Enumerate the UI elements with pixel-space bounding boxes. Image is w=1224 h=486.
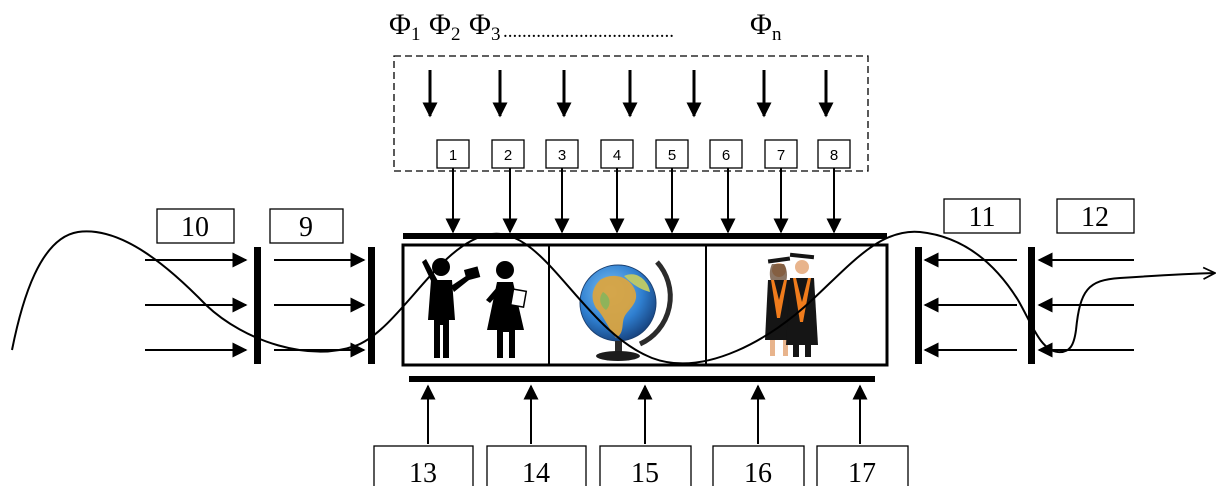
factor-formula: Φ 1 Φ 2 Φ 3 ............................…	[389, 8, 782, 45]
top-box-2-label: 2	[504, 147, 512, 164]
bottom-box-16-label: 16	[744, 458, 772, 486]
top-box-7	[764, 139, 798, 169]
side-box-10-label: 10	[181, 212, 209, 243]
phi-n-subscript: n	[772, 24, 782, 45]
top-box-5-label: 5	[668, 147, 676, 164]
bottom-box-15	[599, 445, 692, 486]
right-side-inputs: 11 12	[915, 198, 1135, 364]
top-box-6-label: 6	[722, 147, 730, 164]
side-box-10	[156, 208, 235, 244]
ellipsis-dots: ....................................	[503, 21, 674, 42]
phi-2-symbol: Φ	[429, 8, 451, 41]
phi-3-subscript: 3	[491, 24, 501, 45]
right-inner-barrier	[915, 247, 922, 364]
bottom-box-14-label: 14	[522, 458, 550, 486]
left-inner-barrier	[368, 247, 375, 364]
bottom-box-13	[373, 445, 474, 486]
factor-group-frame	[393, 55, 869, 172]
top-bar	[403, 233, 887, 239]
top-box-2	[491, 139, 525, 169]
phi-1-subscript: 1	[411, 24, 421, 45]
top-box-7-label: 7	[777, 147, 785, 164]
bottom-boxes: 13 14 15 16 17	[373, 384, 909, 486]
top-box-4	[600, 139, 634, 169]
bottom-box-13-label: 13	[409, 458, 437, 486]
top-boxes: 1 2 3 4 5 6 7 8	[436, 139, 851, 169]
top-box-1-label: 1	[449, 147, 457, 164]
bottom-box-17	[816, 445, 909, 486]
side-box-12	[1056, 198, 1135, 234]
side-box-11	[943, 198, 1021, 234]
phi-1-symbol: Φ	[389, 8, 411, 41]
phi-n-symbol: Φ	[750, 8, 772, 41]
bottom-box-14	[486, 445, 587, 486]
teacher-student-icon	[422, 258, 528, 358]
side-box-11-label: 11	[969, 202, 996, 233]
phi-2-subscript: 2	[451, 24, 461, 45]
bottom-box-15-label: 15	[631, 458, 659, 486]
left-outer-barrier	[254, 247, 261, 364]
right-outer-barrier	[1028, 247, 1035, 364]
bottom-bar	[409, 376, 875, 382]
graduates-icon	[765, 252, 818, 357]
top-box-arrows	[445, 168, 842, 234]
main-process-frame	[401, 243, 889, 367]
top-box-1	[436, 139, 470, 169]
factor-arrows	[422, 70, 834, 118]
top-box-3-label: 3	[558, 147, 566, 164]
phi-3-symbol: Φ	[469, 8, 491, 41]
bottom-box-17-label: 17	[848, 458, 876, 486]
bottom-box-16	[712, 445, 805, 486]
top-box-6	[709, 139, 743, 169]
top-box-4-label: 4	[613, 147, 621, 164]
globe-icon	[579, 260, 673, 361]
process-wave-curve	[11, 230, 1215, 365]
side-box-9	[269, 208, 344, 244]
top-box-8	[817, 139, 851, 169]
left-side-inputs: 10 9	[145, 208, 375, 364]
side-box-12-label: 12	[1081, 202, 1109, 233]
top-box-8-label: 8	[830, 147, 838, 164]
top-box-3	[545, 139, 579, 169]
side-box-9-label: 9	[299, 212, 313, 243]
